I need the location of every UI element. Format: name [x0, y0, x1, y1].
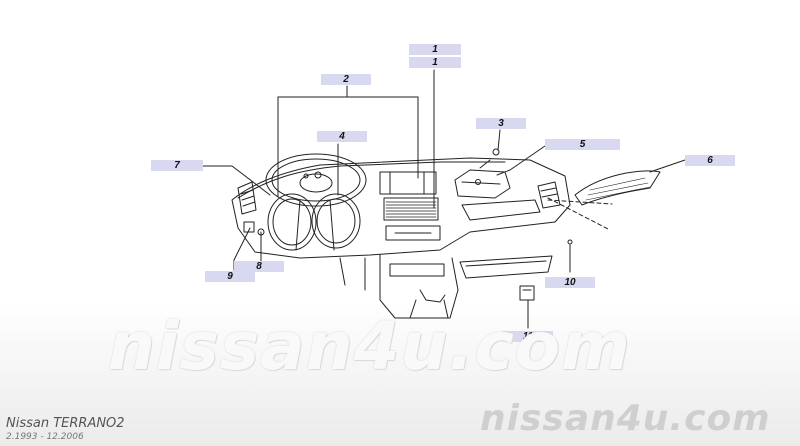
callout-10[interactable]: 10 — [545, 277, 595, 288]
center-console — [379, 254, 459, 319]
callout-2[interactable]: 2 — [321, 74, 371, 85]
glove-box — [459, 255, 553, 279]
glovebox-lid — [461, 199, 541, 221]
gauge-right — [311, 193, 361, 249]
leader-6 — [649, 159, 686, 173]
switch-8 — [257, 228, 265, 236]
callout-6[interactable]: 6 — [685, 155, 735, 166]
steering-wheel — [265, 153, 367, 207]
vehicle-model: Nissan TERRANO2 — [6, 416, 125, 431]
leader-2 — [277, 96, 419, 197]
leader-3 — [497, 129, 501, 151]
passenger-airbag — [454, 169, 511, 199]
callout-5[interactable]: 5 — [545, 139, 620, 150]
callout-8[interactable]: 8 — [234, 261, 284, 272]
callout-7[interactable]: 7 — [151, 160, 203, 171]
callout-4[interactable]: 4 — [317, 131, 367, 142]
switch-9 — [243, 221, 255, 233]
watermark-main: nissan4u.com — [108, 308, 631, 385]
production-dates: 2.1993 - 12.2006 — [6, 432, 84, 442]
center-vents — [379, 171, 437, 195]
screw-3 — [492, 148, 500, 156]
left-vent — [237, 181, 257, 215]
callout-3[interactable]: 3 — [476, 118, 526, 129]
leader-7 — [202, 165, 271, 196]
right-vent — [537, 181, 561, 209]
callout-1a[interactable]: 1 — [409, 44, 461, 55]
callout-1b[interactable]: 1 — [409, 57, 461, 68]
leader-5 — [496, 145, 546, 176]
callout-9[interactable]: 9 — [205, 271, 255, 282]
audio-unit — [383, 197, 439, 221]
watermark-corner: nissan4u.com — [480, 398, 771, 439]
dashboard-body — [231, 157, 571, 259]
callout-11[interactable]: 11 — [503, 331, 553, 342]
heater-control — [385, 225, 441, 241]
air-duct — [574, 170, 661, 206]
clip-11 — [519, 285, 535, 301]
steering-hub — [299, 173, 333, 193]
leader-6-dash — [547, 197, 611, 231]
gauge-left — [267, 193, 317, 251]
